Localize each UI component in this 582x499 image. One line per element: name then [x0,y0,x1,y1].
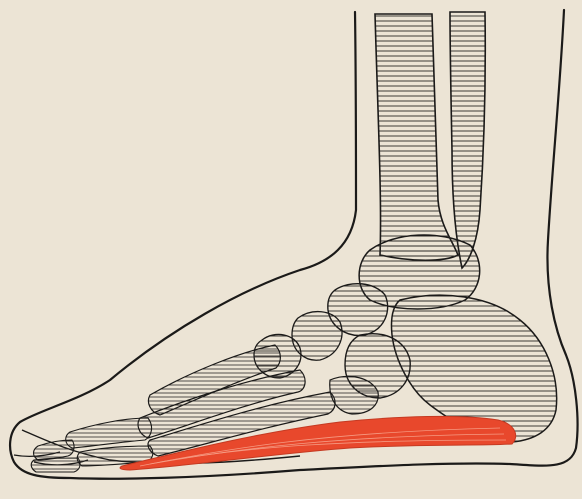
phalanx-bone [31,458,80,472]
